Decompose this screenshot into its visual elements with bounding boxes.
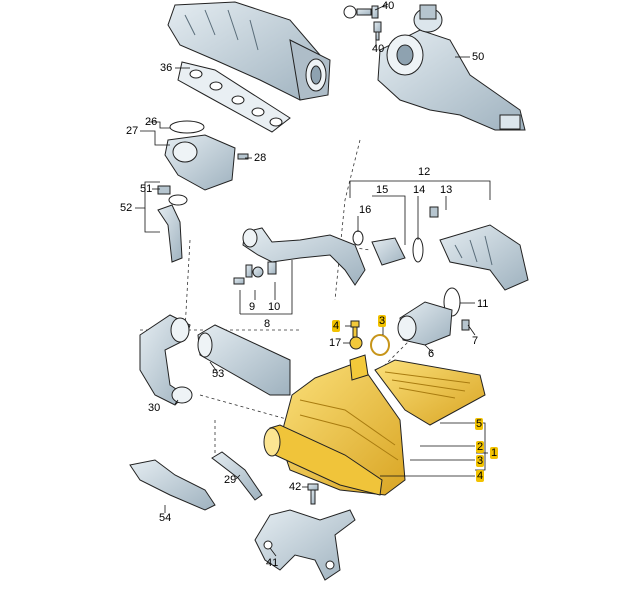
turbocharger bbox=[377, 4, 526, 131]
manifold-gasket bbox=[177, 61, 291, 133]
callout-16: 16 bbox=[359, 204, 372, 216]
intake-manifold bbox=[167, 1, 331, 101]
callout-51: 51 bbox=[140, 183, 153, 195]
callout-15: 15 bbox=[376, 184, 389, 196]
callout-8: 8 bbox=[264, 318, 271, 330]
air-pipe-30 bbox=[139, 314, 193, 406]
bracket-41 bbox=[254, 509, 356, 581]
air-mass-meter bbox=[397, 287, 470, 346]
callout-4-small: 4 bbox=[332, 320, 341, 332]
callout-28: 28 bbox=[254, 152, 267, 164]
callout-29: 29 bbox=[224, 474, 237, 486]
callout-4: 4 bbox=[476, 470, 485, 482]
callout-3-small: 3 bbox=[378, 315, 387, 327]
bolts-9-10 bbox=[233, 261, 277, 285]
callout-5-text: 5 bbox=[475, 418, 484, 430]
callout-10: 10 bbox=[268, 301, 281, 313]
callout-14: 14 bbox=[413, 184, 426, 196]
callout-2: 2 bbox=[476, 441, 485, 453]
callout-30: 30 bbox=[148, 402, 161, 414]
callout-1-text: 1 bbox=[490, 447, 499, 459]
callout-3-text: 3 bbox=[476, 455, 485, 467]
callout-36: 36 bbox=[160, 62, 173, 74]
callout-9: 9 bbox=[249, 301, 256, 313]
highlighted-small-parts bbox=[349, 320, 390, 381]
callout-4-small-text: 4 bbox=[332, 320, 341, 332]
hose-52 bbox=[157, 185, 188, 263]
callout-2-text: 2 bbox=[476, 441, 485, 453]
callout-3: 3 bbox=[476, 455, 485, 467]
callout-40-top: 40 bbox=[382, 0, 395, 12]
callout-54: 54 bbox=[159, 512, 172, 524]
callout-53: 53 bbox=[212, 368, 225, 380]
charge-air-pipe bbox=[242, 227, 366, 286]
callout-5: 5 bbox=[475, 418, 484, 430]
hose-29 bbox=[211, 451, 263, 501]
throttle-body bbox=[164, 120, 249, 191]
air-duct-53 bbox=[197, 324, 291, 396]
callout-40-bottom: 40 bbox=[372, 43, 385, 55]
callout-50: 50 bbox=[472, 51, 485, 63]
callout-11: 11 bbox=[477, 298, 489, 310]
callout-41: 41 bbox=[266, 557, 279, 569]
callout-7: 7 bbox=[472, 335, 479, 347]
callout-1: 1 bbox=[490, 447, 499, 459]
bolt-40 bbox=[343, 5, 382, 41]
callout-17: 17 bbox=[329, 337, 342, 349]
callout-13: 13 bbox=[440, 184, 453, 196]
callout-4-text: 4 bbox=[476, 470, 485, 482]
callout-3-small-text: 3 bbox=[378, 315, 387, 327]
bolt-42 bbox=[307, 483, 319, 505]
callout-6: 6 bbox=[428, 348, 435, 360]
callout-27: 27 bbox=[126, 125, 139, 137]
hose-assembly-12 bbox=[352, 206, 529, 291]
callout-26: 26 bbox=[145, 116, 158, 128]
callout-42: 42 bbox=[289, 481, 302, 493]
air-filter-housing bbox=[263, 364, 406, 496]
filter-element bbox=[374, 359, 486, 426]
callout-12: 12 bbox=[418, 166, 431, 178]
bracket-54 bbox=[129, 459, 216, 511]
callout-52: 52 bbox=[120, 202, 133, 214]
